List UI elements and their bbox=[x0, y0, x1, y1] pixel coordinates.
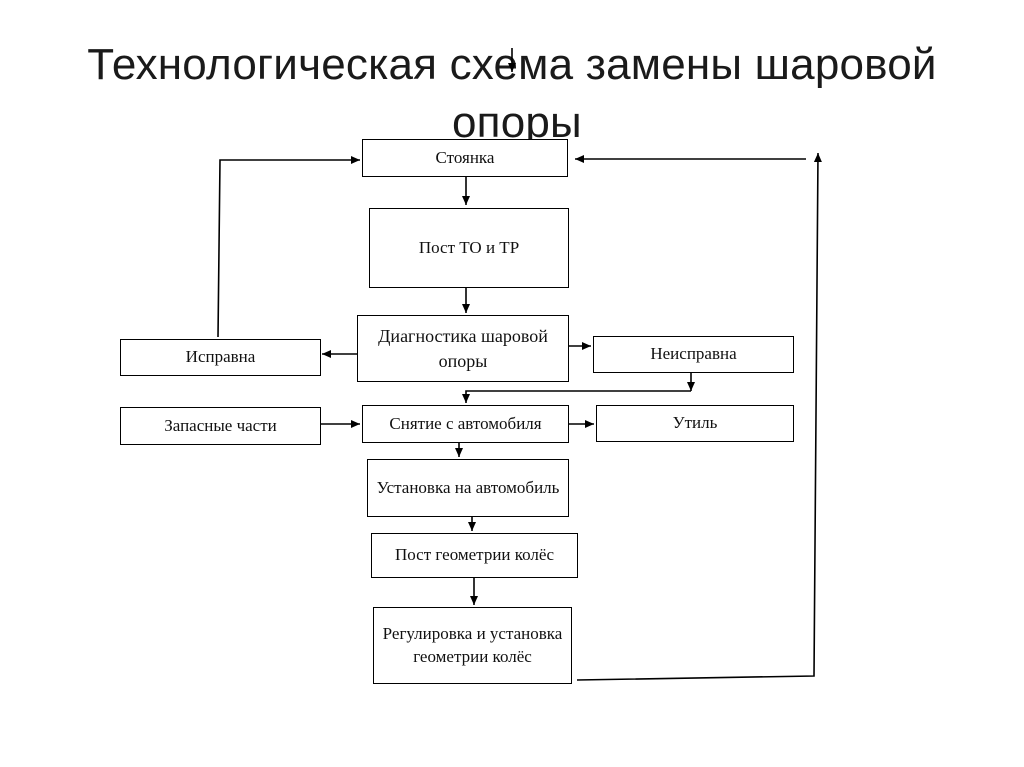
diagram-title-line-2-text: опоры bbox=[452, 98, 582, 147]
node-ok: Исправна bbox=[120, 339, 321, 376]
node-faulty: Неисправна bbox=[593, 336, 794, 373]
node-geometry-post: Пост геометрии колёс bbox=[371, 533, 578, 578]
arrow-faulty-elbow bbox=[462, 390, 691, 403]
node-scrap: Утиль bbox=[596, 405, 794, 442]
node-installation: Установка на автомобиль bbox=[367, 459, 569, 517]
node-removal: Снятие с автомобиля bbox=[362, 405, 569, 443]
node-diagnostics: Диагностика шаровой опоры bbox=[357, 315, 569, 382]
node-adjustment: Регулировка и установка геометрии колёс bbox=[373, 607, 572, 684]
arrow-ok-to-parking bbox=[217, 156, 360, 338]
node-post-to-tr: Пост ТО и ТР bbox=[369, 208, 569, 288]
arrow-adjustment-right bbox=[576, 152, 822, 681]
node-spare-parts: Запасные части bbox=[120, 407, 321, 445]
node-parking: Стоянка bbox=[362, 139, 568, 177]
